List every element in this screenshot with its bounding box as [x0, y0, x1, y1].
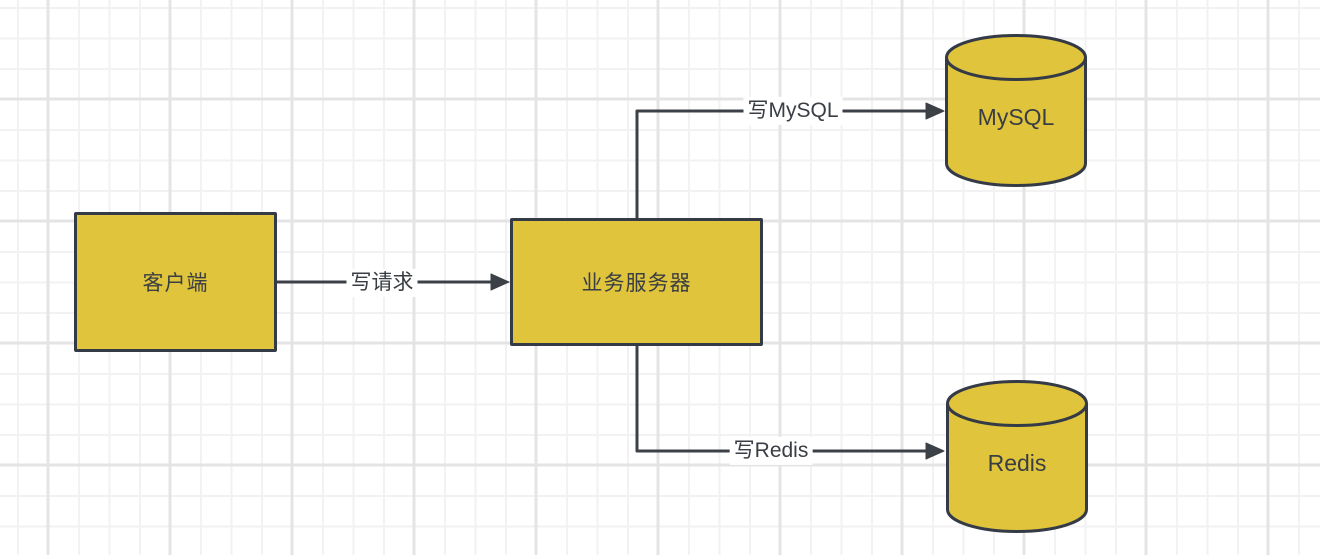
database-cylinder-icon	[946, 380, 1088, 533]
node-app-server-label: 业务服务器	[581, 272, 692, 295]
edge-label-write-mysql[interactable]: 写MySQL	[743, 96, 843, 126]
arrowhead-write-mysql	[925, 102, 945, 120]
arrowhead-write-request	[490, 273, 510, 291]
arrowhead-write-redis	[925, 442, 945, 460]
node-app-server[interactable]: 业务服务器	[510, 218, 763, 346]
edge-label-write-request[interactable]: 写请求	[346, 268, 418, 298]
node-client[interactable]: 客户端	[74, 212, 277, 352]
edge-label-write-redis[interactable]: 写Redis	[729, 436, 813, 466]
edge-write-redis[interactable]	[635, 346, 945, 460]
node-redis-label: Redis	[987, 450, 1047, 476]
node-mysql[interactable]: MySQL	[945, 34, 1087, 187]
node-client-label: 客户端	[142, 272, 209, 295]
database-cylinder-icon	[945, 34, 1087, 187]
node-mysql-label: MySQL	[977, 104, 1055, 130]
node-redis[interactable]: Redis	[946, 380, 1088, 533]
